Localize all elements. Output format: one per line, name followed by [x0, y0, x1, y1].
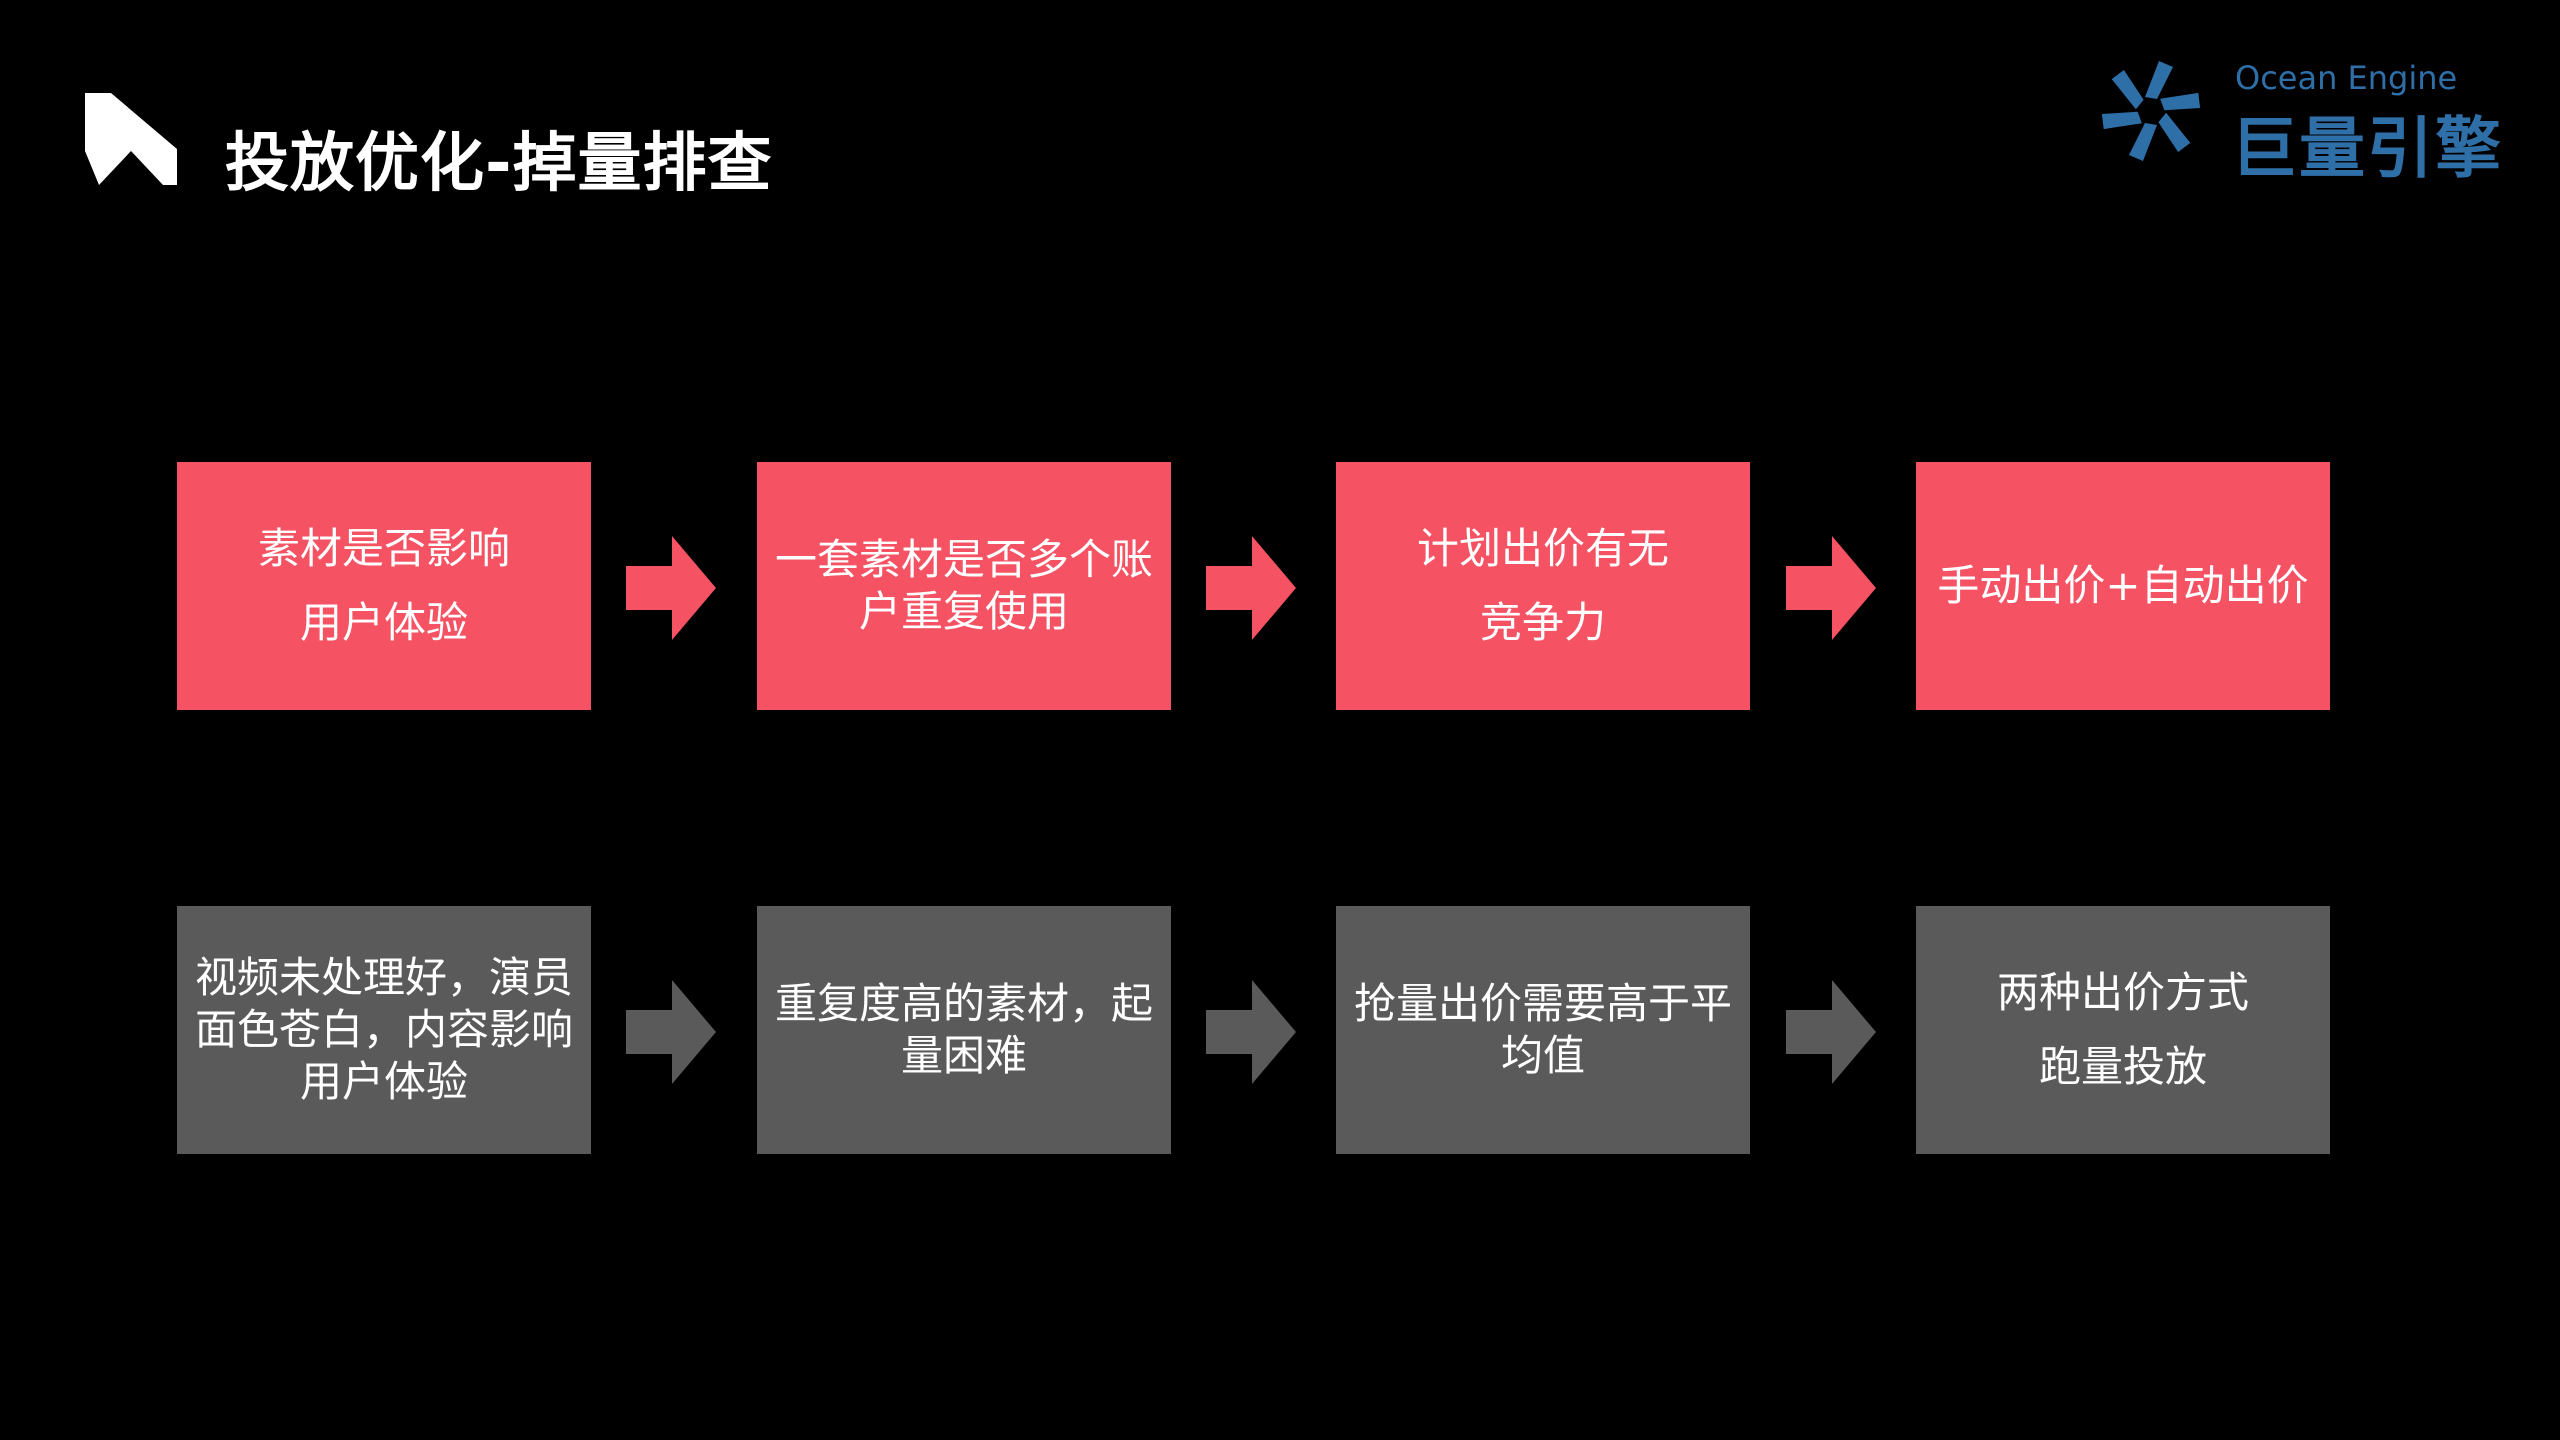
- flow-step-bottom-3: 抢量出价需要高于平 均值: [1336, 906, 1750, 1154]
- arrow-right-icon: [1206, 980, 1296, 1084]
- step-text-line: 面色苍白，内容影响: [194, 1005, 573, 1054]
- logo-english-text: Ocean Engine: [2235, 59, 2458, 97]
- flow-step-bottom-1: 视频未处理好，演员 面色苍白，内容影响 用户体验: [177, 906, 591, 1154]
- flow-step-bottom-2: 重复度高的素材，起 量困难: [757, 906, 1171, 1154]
- ocean-engine-logo: Ocean Engine 巨量引擎: [2095, 55, 2501, 187]
- step-text-line: 素材是否影响: [257, 524, 510, 573]
- step-text-line: 量困难: [900, 1031, 1027, 1080]
- step-text-line: 视频未处理好，演员: [194, 953, 573, 1002]
- flow-step-top-3: 计划出价有无 竞争力: [1336, 462, 1750, 710]
- step-text-line: 两种出价方式: [1996, 968, 2249, 1017]
- arrow-right-icon: [626, 536, 716, 640]
- step-text-line: 重复度高的素材，起: [774, 979, 1153, 1028]
- step-text-line: 用户体验: [299, 598, 468, 647]
- flow-row-top: 素材是否影响 用户体验 一套素材是否多个账 户重复使用 计划出价有无 竞争力 手…: [0, 462, 2560, 712]
- step-text-line: 手动出价+自动出价: [1937, 561, 2309, 610]
- flow-step-top-2: 一套素材是否多个账 户重复使用: [757, 462, 1171, 710]
- flow-step-top-1: 素材是否影响 用户体验: [177, 462, 591, 710]
- step-text-line: 跑量投放: [2038, 1042, 2207, 1091]
- arrow-right-icon: [1786, 980, 1876, 1084]
- k-logo-icon: [85, 93, 177, 185]
- step-text-line: 计划出价有无: [1416, 524, 1669, 573]
- flow-step-bottom-4: 两种出价方式 跑量投放: [1916, 906, 2330, 1154]
- flow-row-bottom: 视频未处理好，演员 面色苍白，内容影响 用户体验 重复度高的素材，起 量困难 抢…: [0, 906, 2560, 1156]
- step-text-line: 一套素材是否多个账: [774, 535, 1153, 584]
- step-text-line: 均值: [1500, 1031, 1585, 1080]
- page-title: 投放优化-掉量排查: [225, 127, 773, 201]
- step-text-line: 用户体验: [299, 1057, 468, 1106]
- step-text-line: 户重复使用: [858, 587, 1069, 636]
- logo-chinese-text: 巨量引擎: [2231, 110, 2503, 187]
- step-text-line: 竞争力: [1479, 598, 1606, 647]
- arrow-right-icon: [1206, 536, 1296, 640]
- step-text-line: 抢量出价需要高于平: [1353, 979, 1732, 1028]
- arrow-right-icon: [626, 980, 716, 1084]
- flow-step-top-4: 手动出价+自动出价: [1916, 462, 2330, 710]
- arrow-right-icon: [1786, 536, 1876, 640]
- pinwheel-icon: [2101, 61, 2201, 161]
